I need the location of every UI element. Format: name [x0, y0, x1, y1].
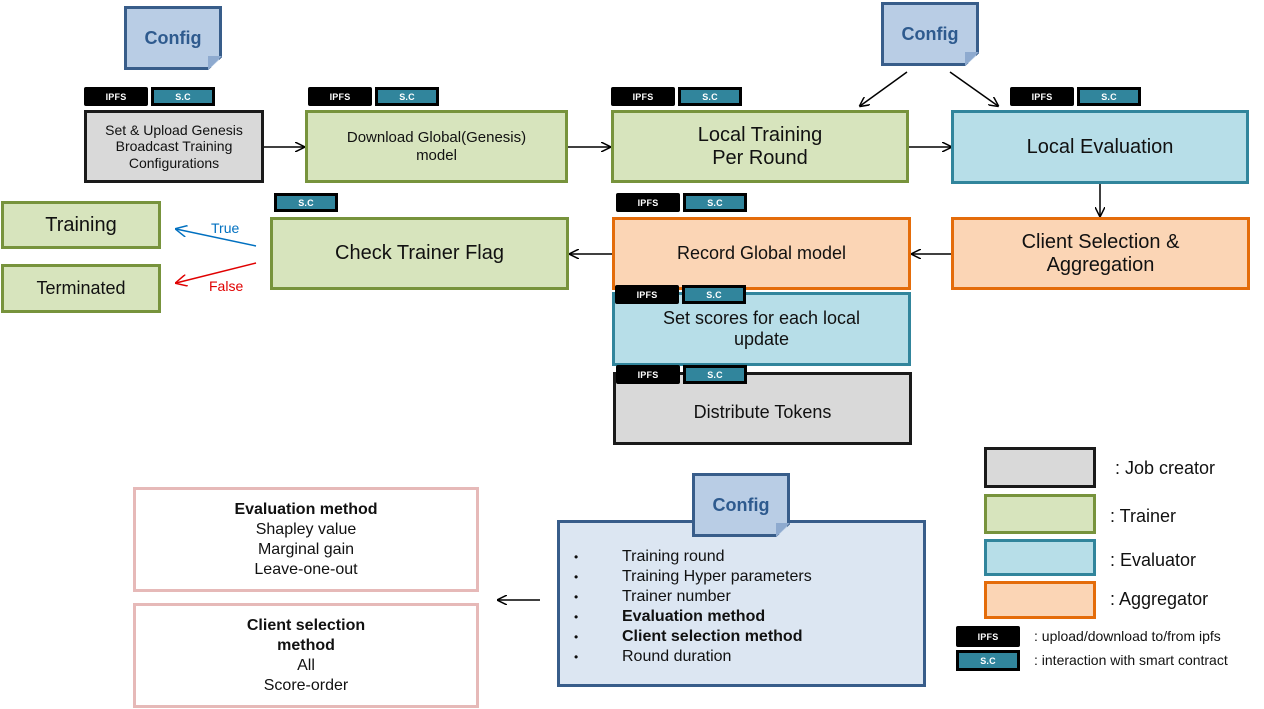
sc-tag: S.C	[678, 87, 742, 106]
arrow-config-to-evaluation	[949, 71, 998, 106]
config-details-box: •Training round •Training Hyper paramete…	[557, 520, 926, 687]
evaluation-method-title: Evaluation method	[234, 500, 378, 518]
legend-sc-label: : interaction with smart contract	[1034, 652, 1228, 668]
sc-tag: S.C	[1077, 87, 1141, 106]
legend-ipfs-label: : upload/download to/from ipfs	[1034, 628, 1221, 644]
set-scores-node: Set scores for each local update	[612, 292, 911, 366]
sc-tag: S.C	[682, 285, 746, 304]
legend-sc-tag: S.C	[956, 650, 1020, 671]
check-trainer-flag-node: Check Trainer Flag	[270, 217, 569, 290]
download-global-node: Download Global(Genesis) model	[305, 110, 568, 183]
record-global-node: Record Global model	[612, 217, 911, 290]
client-selection-method-item: Score-order	[263, 676, 349, 694]
sc-tag: S.C	[375, 87, 439, 106]
local-evaluation-node: Local Evaluation	[951, 110, 1249, 184]
distribute-tokens-node: Distribute Tokens	[613, 372, 912, 445]
sc-tag: S.C	[683, 365, 747, 384]
ipfs-tag: IPFS	[84, 87, 148, 106]
ipfs-tag: IPFS	[308, 87, 372, 106]
terminated-node: Terminated	[1, 264, 161, 313]
arrow-true	[176, 229, 257, 247]
arrow-false	[176, 262, 257, 283]
evaluation-method-box: Evaluation method Shapley value Marginal…	[133, 487, 479, 592]
ipfs-tag: IPFS	[616, 193, 680, 212]
ipfs-tag: IPFS	[1010, 87, 1074, 106]
client-selection-node: Client Selection & Aggregation	[951, 217, 1250, 290]
config-items-list: •Training round •Training Hyper paramete…	[574, 547, 812, 667]
config-item: •Client selection method	[574, 628, 803, 645]
client-selection-method-item: All	[297, 656, 315, 674]
ipfs-tag: IPFS	[615, 285, 679, 304]
config-note-top-right: Config	[881, 2, 979, 66]
ipfs-tag: IPFS	[611, 87, 675, 106]
legend-job-creator-label: : Job creator	[1115, 458, 1216, 478]
legend-trainer-swatch	[984, 494, 1096, 534]
true-label: True	[211, 220, 240, 236]
legend-job-creator-swatch	[984, 447, 1096, 488]
legend-aggregator-label: : Aggregator	[1110, 589, 1209, 609]
config-item: •Training round	[574, 548, 725, 565]
ipfs-tag: IPFS	[616, 365, 680, 384]
evaluation-method-item: Marginal gain	[257, 540, 355, 558]
false-label: False	[209, 278, 244, 294]
arrow-config-to-training	[860, 71, 908, 106]
client-selection-method-title: Client selection	[246, 616, 366, 634]
config-note-top-left: Config	[124, 6, 222, 70]
evaluation-method-item: Leave-one-out	[254, 560, 358, 578]
local-training-node: Local Training Per Round	[611, 110, 909, 183]
sc-tag: S.C	[683, 193, 747, 212]
legend-trainer-label: : Trainer	[1110, 506, 1177, 526]
client-selection-method-box: Client selection method All Score-order	[133, 603, 479, 708]
config-item: •Trainer number	[574, 588, 731, 605]
genesis-node: Set & Upload Genesis Broadcast Training …	[84, 110, 264, 183]
sc-tag: S.C	[274, 193, 338, 212]
config-note-bottom: Config	[692, 473, 790, 537]
legend-evaluator-swatch	[984, 539, 1096, 576]
legend-ipfs-tag: IPFS	[956, 626, 1020, 647]
sc-tag: S.C	[151, 87, 215, 106]
config-item: •Round duration	[574, 648, 732, 665]
evaluation-method-item: Shapley value	[255, 520, 357, 538]
client-selection-method-title: method	[277, 636, 335, 654]
legend-aggregator-swatch	[984, 581, 1096, 619]
training-node: Training	[1, 201, 161, 249]
config-item: •Evaluation method	[574, 608, 766, 625]
legend-evaluator-label: : Evaluator	[1110, 550, 1197, 570]
config-item: •Training Hyper parameters	[574, 568, 812, 585]
